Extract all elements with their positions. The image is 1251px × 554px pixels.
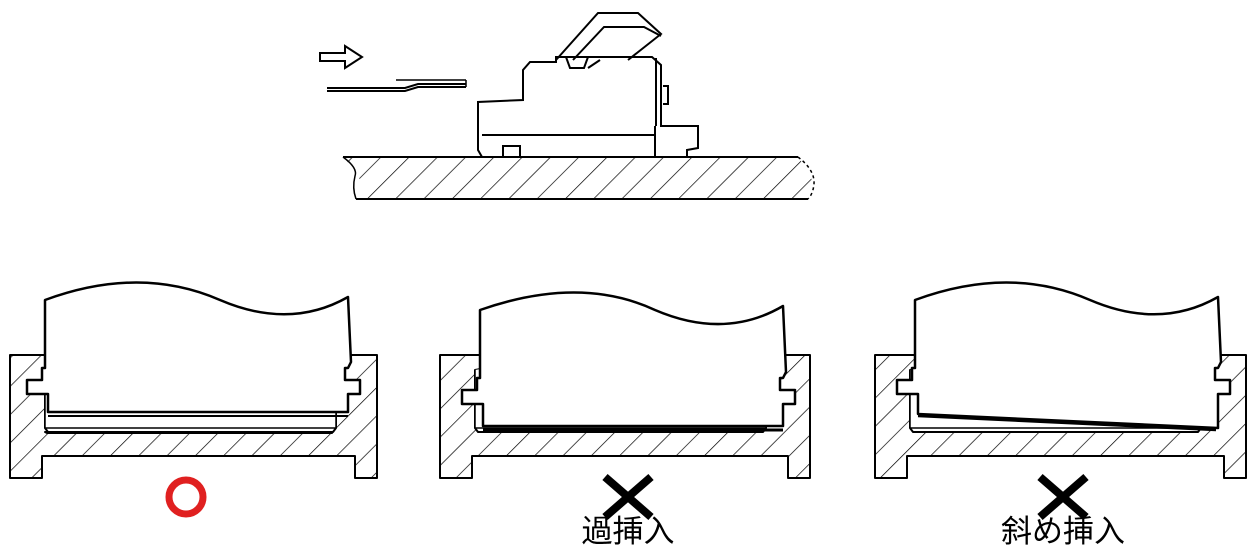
panel-correct: [9, 281, 378, 518]
connector-body: [477, 12, 699, 158]
cross-icon: [1037, 473, 1089, 521]
caption-slanted-insertion: 斜め挿入: [1001, 514, 1125, 550]
top-view: [319, 12, 815, 200]
card-section: [25, 281, 362, 414]
base-plate: [342, 156, 815, 200]
panel-over-insertion: [439, 291, 811, 521]
caption-over-insertion: 過挿入: [581, 514, 675, 550]
panel-slanted-insertion: [874, 281, 1247, 521]
card-section: [460, 291, 797, 428]
cross-icon: [602, 473, 654, 521]
right-arrow-icon: [319, 44, 364, 70]
card: [327, 79, 467, 92]
circle-icon: [165, 476, 207, 518]
card-section: [895, 281, 1232, 430]
